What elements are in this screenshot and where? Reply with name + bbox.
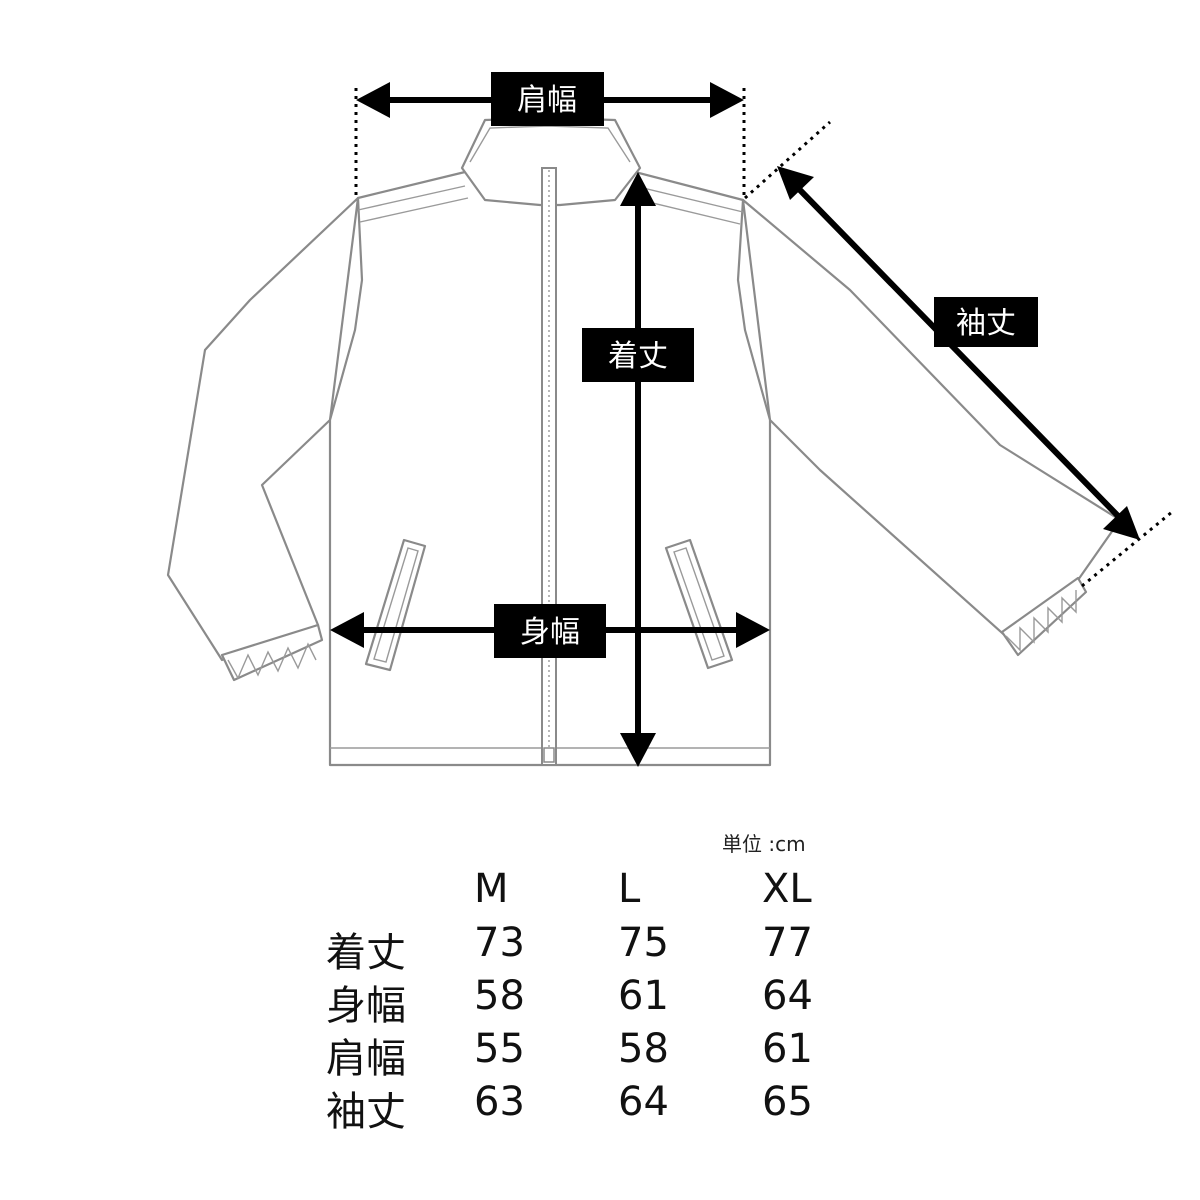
- jacket-size-diagram: 肩幅 着丈 袖丈 身幅: [166, 72, 1173, 767]
- right-cuff: [1000, 576, 1088, 657]
- table-cell: 55: [474, 1026, 525, 1072]
- table-row: 身幅 58 61 64: [0, 973, 1200, 1029]
- shoulder-label-box: [491, 72, 604, 126]
- table-row: 着丈 73 75 77: [0, 920, 1200, 976]
- table-cell: 75: [618, 920, 669, 966]
- row-label: 肩幅: [326, 1036, 406, 1082]
- sleeve-guide-bottom: [1081, 510, 1173, 588]
- sleeve-guide-top: [744, 120, 831, 200]
- jacket-outline: [166, 116, 1122, 767]
- size-table: 単位 :cm M L XL 着丈 73 75 77 身幅 58 61 64 肩幅…: [0, 820, 1200, 1160]
- length-label: 着丈: [608, 339, 668, 374]
- chest-label-box: [494, 604, 606, 658]
- sleeve-label: 袖丈: [956, 306, 1016, 341]
- table-cell: 65: [762, 1079, 813, 1125]
- length-label-box: [582, 328, 694, 382]
- size-header-l: L: [618, 866, 641, 912]
- table-cell: 77: [762, 920, 813, 966]
- table-cell: 61: [618, 973, 669, 1019]
- row-label: 身幅: [326, 983, 406, 1029]
- sleeve-arrow: [777, 166, 1140, 540]
- right-sleeve: [741, 198, 1122, 642]
- size-header-m: M: [474, 866, 509, 912]
- sleeve-label-box: [934, 297, 1038, 347]
- table-cell: 64: [618, 1079, 669, 1125]
- table-cell: 61: [762, 1026, 813, 1072]
- table-cell: 63: [474, 1079, 525, 1125]
- size-header-xl: XL: [762, 866, 812, 912]
- row-label: 袖丈: [326, 1089, 406, 1135]
- unit-label: 単位 :cm: [722, 832, 806, 856]
- table-cell: 73: [474, 920, 525, 966]
- shoulder-label: 肩幅: [517, 83, 577, 118]
- left-sleeve: [166, 196, 360, 662]
- row-label: 着丈: [326, 930, 406, 976]
- left-cuff: [220, 623, 324, 682]
- table-cell: 64: [762, 973, 813, 1019]
- table-cell: 58: [474, 973, 525, 1019]
- chest-label: 身幅: [520, 615, 580, 650]
- table-cell: 58: [618, 1026, 669, 1072]
- length-arrow: [620, 172, 656, 767]
- table-row: 袖丈 63 64 65: [0, 1079, 1200, 1135]
- table-row: 肩幅 55 58 61: [0, 1026, 1200, 1082]
